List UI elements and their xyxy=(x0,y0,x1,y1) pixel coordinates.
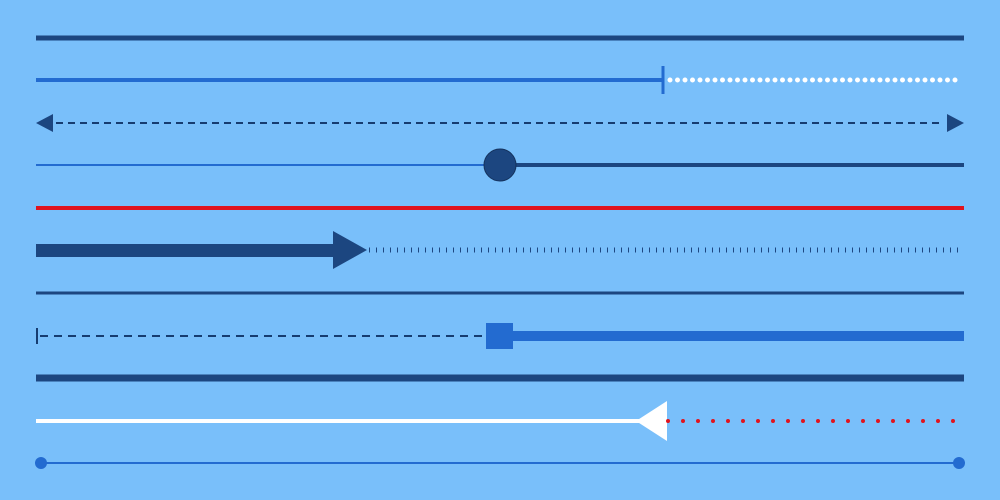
thin-blue-line-with-end-dots xyxy=(35,457,965,469)
thick-shaft xyxy=(36,244,336,257)
dashed-line-with-arrowheads-both-ends xyxy=(36,114,964,132)
arrowhead-right xyxy=(333,231,367,269)
thick-arrow-then-tick-marks xyxy=(36,231,960,269)
dashed-line-with-square-marker-then-thick-blue xyxy=(36,323,964,349)
arrowhead-right xyxy=(947,114,964,132)
white-line-with-left-arrow-then-red-dots xyxy=(36,401,958,441)
arrowhead-left xyxy=(36,114,53,132)
arrowhead-left xyxy=(636,401,667,441)
end-dot-left xyxy=(35,457,47,469)
solid-blue-line-with-tick-then-white-dots xyxy=(36,66,963,94)
circle-marker xyxy=(483,148,517,182)
square-marker xyxy=(486,323,513,349)
thick-segment xyxy=(513,331,964,341)
thin-to-thick-line-with-circle-marker xyxy=(36,148,964,182)
end-dot-right xyxy=(953,457,965,469)
